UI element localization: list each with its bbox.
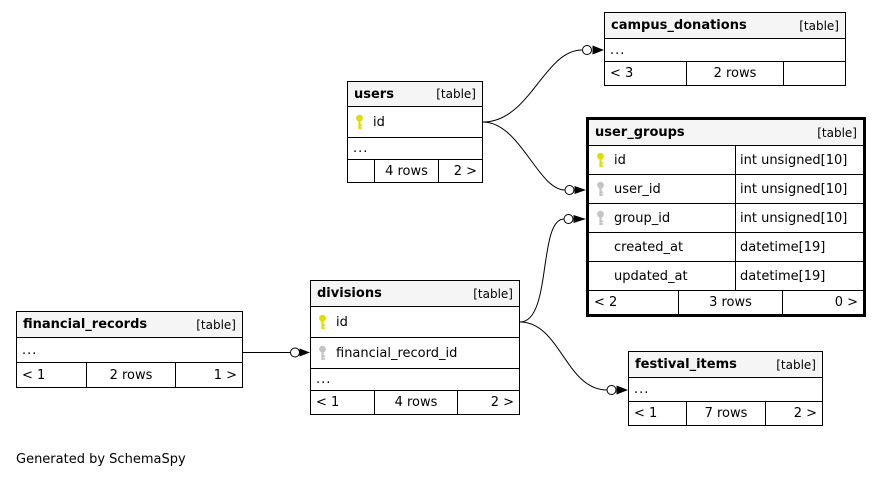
table-financial_records[interactable]: financial_records [table] ... < 1 2 rows… — [16, 311, 243, 388]
ellipsis-row: ... — [17, 338, 242, 363]
foreign-key-icon — [595, 181, 606, 197]
table-type-tag: [table] — [196, 317, 236, 332]
column-type: int unsigned[10] — [735, 146, 863, 174]
table-type-tag: [table] — [473, 286, 513, 301]
primary-key-icon — [354, 114, 365, 130]
relationship-financial_records-divisions — [243, 347, 310, 358]
column-type: datetime[19] — [735, 262, 863, 290]
ellipsis-row: ... — [348, 138, 482, 160]
footer-parents: < 1 — [22, 367, 46, 383]
column-name: group_id — [614, 210, 671, 226]
table-name: campus_donations — [611, 18, 747, 33]
foreign-key-icon — [595, 210, 606, 226]
table-footer: 4 rows 2 > — [348, 160, 482, 182]
table-header: user_groups [table] — [589, 120, 863, 146]
column-row-id: id — [348, 107, 482, 138]
footer-children: 1 > — [213, 367, 237, 383]
ellipsis-row: ... — [629, 378, 822, 402]
column-type: int unsigned[10] — [735, 175, 863, 203]
column-name: id — [373, 114, 385, 130]
relationship-divisions-festival_items — [519, 321, 628, 395]
primary-key-icon — [595, 152, 606, 168]
footer-parents: < 2 — [594, 295, 618, 310]
table-type-tag: [table] — [799, 18, 839, 33]
footer-children: 2 > — [453, 163, 477, 179]
table-user_groups[interactable]: user_groups [table] id int unsigned[10] … — [586, 117, 866, 317]
column-name: created_at — [614, 239, 684, 255]
primary-key-icon — [317, 314, 328, 330]
table-header: financial_records [table] — [17, 312, 242, 338]
footer-parents: < 1 — [634, 406, 658, 421]
footer-row-count: 3 rows — [678, 291, 783, 314]
column-row-created_at: created_at datetime[19] — [589, 233, 863, 262]
table-footer: < 2 3 rows 0 > — [589, 291, 863, 314]
column-name: updated_at — [614, 268, 688, 284]
column-type: int unsigned[10] — [735, 204, 863, 232]
relationship-users-campus_donations — [482, 45, 604, 123]
column-row-id: id — [311, 307, 519, 338]
table-header: users [table] — [348, 82, 482, 107]
column-name: financial_record_id — [336, 345, 458, 361]
table-name: financial_records — [23, 317, 148, 332]
footer-row-count: 7 rows — [686, 402, 766, 425]
footer-parents: < 1 — [316, 395, 340, 410]
column-type: datetime[19] — [735, 233, 863, 261]
table-name: user_groups — [595, 125, 685, 140]
table-type-tag: [table] — [436, 87, 476, 101]
table-header: divisions [table] — [311, 281, 519, 307]
ellipsis-row: ... — [605, 39, 845, 62]
table-footer: < 3 2 rows — [605, 62, 845, 85]
footer-parents: < 3 — [610, 66, 634, 81]
table-users[interactable]: users [table] id ... 4 rows 2 > — [347, 81, 483, 183]
table-footer: < 1 4 rows 2 > — [311, 391, 519, 414]
table-footer: < 1 7 rows 2 > — [629, 402, 822, 425]
column-row-user_id: user_id int unsigned[10] — [589, 175, 863, 204]
foreign-key-icon — [317, 345, 328, 361]
footer-row-count: 2 rows — [686, 62, 784, 85]
table-footer: < 1 2 rows 1 > — [17, 363, 242, 387]
table-name: users — [354, 86, 394, 102]
footer-children: 2 > — [490, 395, 514, 410]
footer-children — [784, 62, 845, 85]
table-header: campus_donations [table] — [605, 13, 845, 39]
generated-by-credit: Generated by SchemaSpy — [16, 452, 186, 467]
column-row-updated_at: updated_at datetime[19] — [589, 262, 863, 291]
relationship-divisions-user_groups — [519, 214, 586, 323]
table-divisions[interactable]: divisions [table] id financial_record_id… — [310, 280, 520, 415]
footer-row-count: 4 rows — [374, 391, 458, 414]
ellipsis-row: ... — [311, 369, 519, 391]
footer-children: 0 > — [834, 295, 858, 310]
table-name: divisions — [317, 286, 382, 301]
table-header: festival_items [table] — [629, 352, 822, 378]
column-name: id — [336, 314, 348, 330]
relationship-users-user_groups — [482, 121, 586, 195]
column-row-group_id: group_id int unsigned[10] — [589, 204, 863, 233]
footer-parents — [348, 160, 374, 182]
table-name: festival_items — [635, 357, 737, 372]
table-festival_items[interactable]: festival_items [table] ... < 1 7 rows 2 … — [628, 351, 823, 426]
table-type-tag: [table] — [817, 125, 857, 140]
column-name: user_id — [614, 181, 661, 197]
table-campus_donations[interactable]: campus_donations [table] ... < 3 2 rows — [604, 12, 846, 86]
footer-children: 2 > — [793, 406, 817, 421]
footer-row-count: 4 rows — [374, 160, 439, 182]
column-row-id: id int unsigned[10] — [589, 146, 863, 175]
footer-row-count: 2 rows — [86, 363, 176, 387]
column-name: id — [614, 152, 626, 168]
column-row-financial_record_id: financial_record_id — [311, 338, 519, 369]
table-type-tag: [table] — [776, 357, 816, 372]
